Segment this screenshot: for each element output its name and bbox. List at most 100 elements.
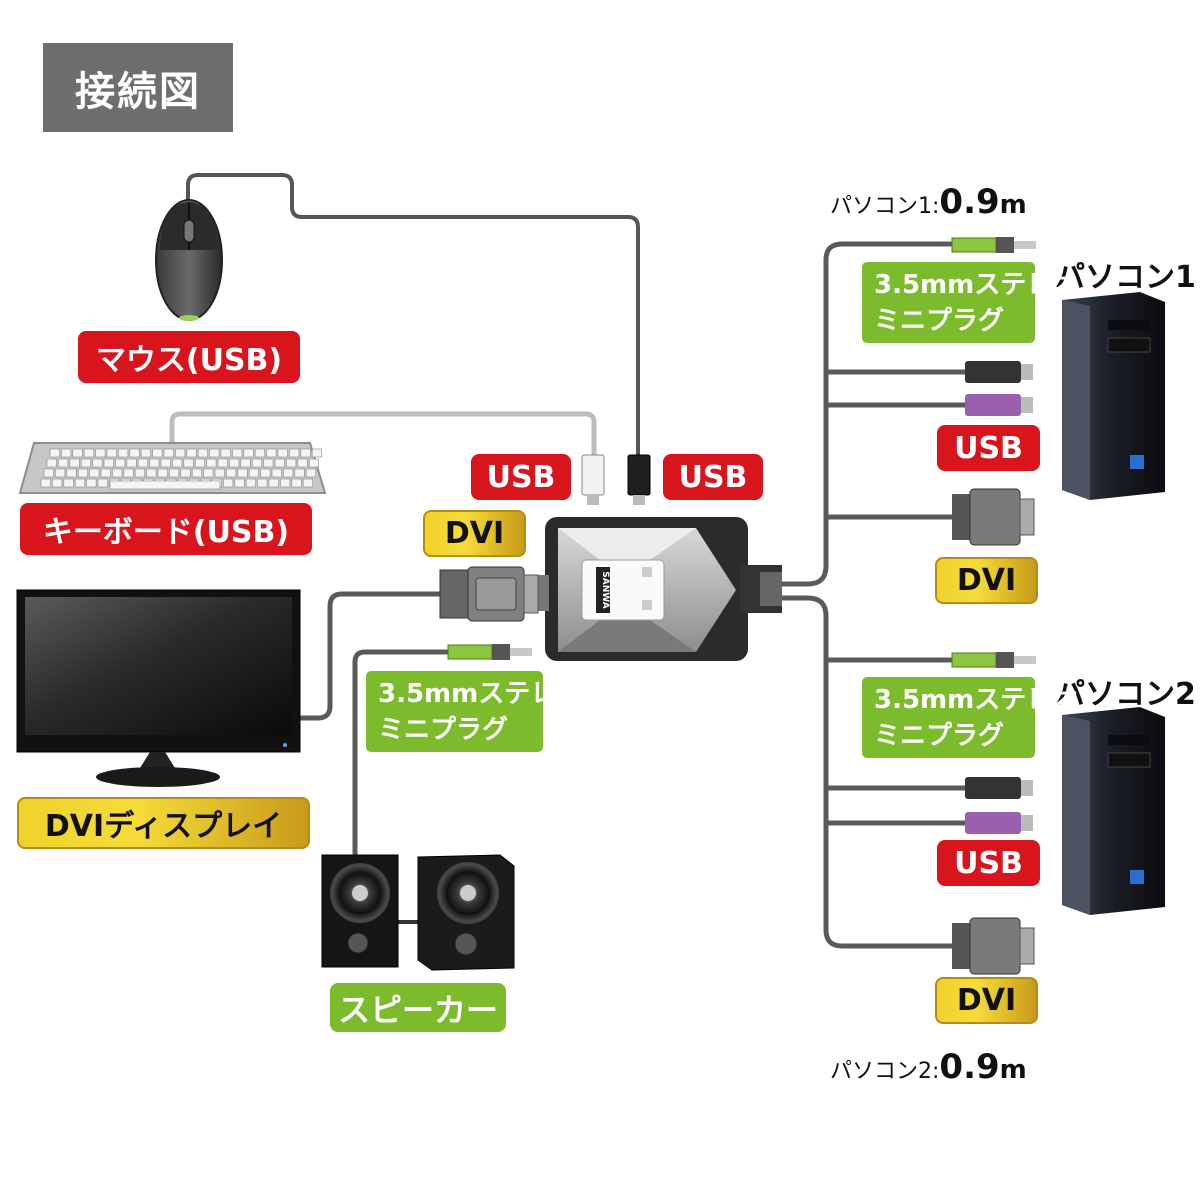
usb-connector-icon [581,454,605,505]
keyboard-key [191,468,202,478]
keyboard-key [209,448,220,458]
keyboard-key [305,468,317,478]
keyboard-key [283,468,294,478]
dvi-connector-icon [952,917,1035,975]
keyboard-key [80,458,91,468]
keyboard-key [89,468,100,478]
keyboard-key [180,468,191,478]
kvm-switch-icon: SANWA [535,517,782,661]
keyboard-key [217,458,228,468]
pc2-length-prefix: パソコン2: [830,1059,940,1084]
keyboard-key [311,448,323,458]
keyboard-cable [169,411,597,458]
keyboard-key [289,448,300,458]
dvi-connector-icon [952,488,1035,546]
keyboard-key [134,468,145,478]
keyboard-key [277,448,288,458]
speaker-cable [352,649,451,863]
keyboard-key [232,448,243,458]
keyboard-key [55,468,66,478]
keyboard-key [172,458,183,468]
pc2-audio-label: 3.5mmステレオ ミニプラグ [862,677,1078,758]
usb-connector-icon [965,812,1033,834]
keyboard-key [69,458,80,468]
keyboard-key [149,458,160,468]
audio-label-left: 3.5mmステレオ ミニプラグ [366,671,582,752]
keyboard-key [280,478,291,488]
keyboard-key [140,448,151,458]
keyboard-key [72,448,83,458]
dvi-connector-icon [439,566,539,622]
usb-connector-icon [965,361,1033,383]
device-brand: SANWA [600,571,610,609]
keyboard-key [74,478,85,488]
pc2-length-value: 0.9 [939,1047,1000,1087]
keyboard-key [58,458,69,468]
keyboard-key [103,458,114,468]
display-label: DVIディスプレイ [17,797,310,849]
audio-plug-icon [951,652,1036,668]
pc2-audio-line2: ミニプラグ [874,720,1005,751]
pc1-dvi-label: DVI [935,557,1038,604]
keyboard-key [234,478,245,488]
keyboard-key [63,478,74,488]
usb-label-left: USB [471,454,571,500]
keyboard-label: キーボード(USB) [20,503,312,555]
pc-tower-icon [1062,707,1165,915]
keyboard-key [214,468,225,478]
speakers-icon [321,854,515,971]
mouse-cable [186,173,640,457]
keyboard-key [302,478,314,488]
diagram-title: 接続図 [43,43,233,132]
pc1-cable-length: パソコン1:0.9m [830,182,1027,222]
keyboard-key [97,478,108,488]
keyboard-key [115,458,126,468]
keyboard-key [118,448,129,458]
pc2-usb-label: USB [937,840,1040,886]
keyboard-key [66,468,77,478]
keyboard-icon [18,442,327,494]
pc1-length-prefix: パソコン1: [830,194,940,219]
pc1-audio-line1: 3.5mmステレオ [874,269,1079,300]
keyboard-key [152,448,163,458]
pc1-trunk-cable [775,241,955,587]
keyboard-key [297,458,308,468]
keyboard-key [92,458,103,468]
keyboard-key [251,458,262,468]
pc1-title: パソコン1 [1055,260,1196,295]
mouse-label: マウス(USB) [78,331,300,383]
keyboard-key [126,458,137,468]
pc2-cable-length: パソコン2:0.9m [830,1047,1027,1087]
keyboard-key [43,468,54,478]
keyboard-key [40,478,51,488]
keyboard-key [49,448,60,458]
keyboard-key [254,448,265,458]
usb-label-right: USB [663,454,763,500]
keyboard-key [248,468,259,478]
keyboard-key [271,468,282,478]
keyboard-key [263,458,274,468]
usb-connector-icon [965,394,1033,416]
keyboard-key [46,458,57,468]
audio-label-left-line1: 3.5mmステレオ [378,678,583,709]
keyboard-key [245,478,256,488]
keyboard-key [100,468,111,478]
pc1-length-unit: m [999,190,1027,220]
keyboard-key [106,448,117,458]
audio-label-left-line2: ミニプラグ [378,714,509,745]
keyboard-key [183,458,194,468]
keyboard-key [169,468,180,478]
keyboard-key [86,478,97,488]
audio-plug-icon [951,237,1036,253]
speaker-label: スピーカー [330,983,506,1032]
keyboard-key [61,448,72,458]
keyboard-key [95,448,106,458]
keyboard-key [291,478,302,488]
keyboard-key [123,468,134,478]
keyboard-key [206,458,217,468]
keyboard-key [52,478,63,488]
pc1-length-value: 0.9 [939,182,1000,222]
keyboard-key [77,468,88,478]
pc2-trunk-cable [775,595,955,949]
